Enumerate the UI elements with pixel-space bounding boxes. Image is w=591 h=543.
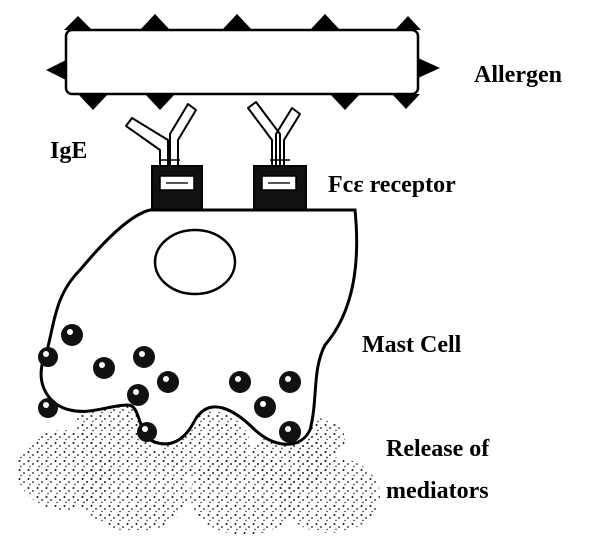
ige-antibody-right xyxy=(248,102,300,170)
granule xyxy=(137,422,157,442)
granule xyxy=(38,347,58,367)
granule xyxy=(157,371,179,393)
release-label-line1: Release of xyxy=(386,436,490,462)
granule xyxy=(38,398,58,418)
allergen-body xyxy=(66,30,418,94)
fc-receptor-label: Fcε receptor xyxy=(328,172,456,198)
granule xyxy=(279,421,301,443)
granule xyxy=(279,371,301,393)
fc-receptor-left xyxy=(152,166,202,210)
granule xyxy=(254,396,276,418)
ige-label: IgE xyxy=(50,138,87,164)
granule xyxy=(133,346,155,368)
nucleus xyxy=(155,230,235,294)
ige-antibody-left xyxy=(126,104,196,170)
granule xyxy=(127,384,149,406)
granule xyxy=(229,371,251,393)
granule xyxy=(61,324,83,346)
release-label-line2: mediators xyxy=(386,478,489,504)
granule xyxy=(93,357,115,379)
allergen-label: Allergen xyxy=(474,62,562,88)
fc-receptor-right xyxy=(254,166,306,210)
mast-cell-label: Mast Cell xyxy=(362,332,462,358)
